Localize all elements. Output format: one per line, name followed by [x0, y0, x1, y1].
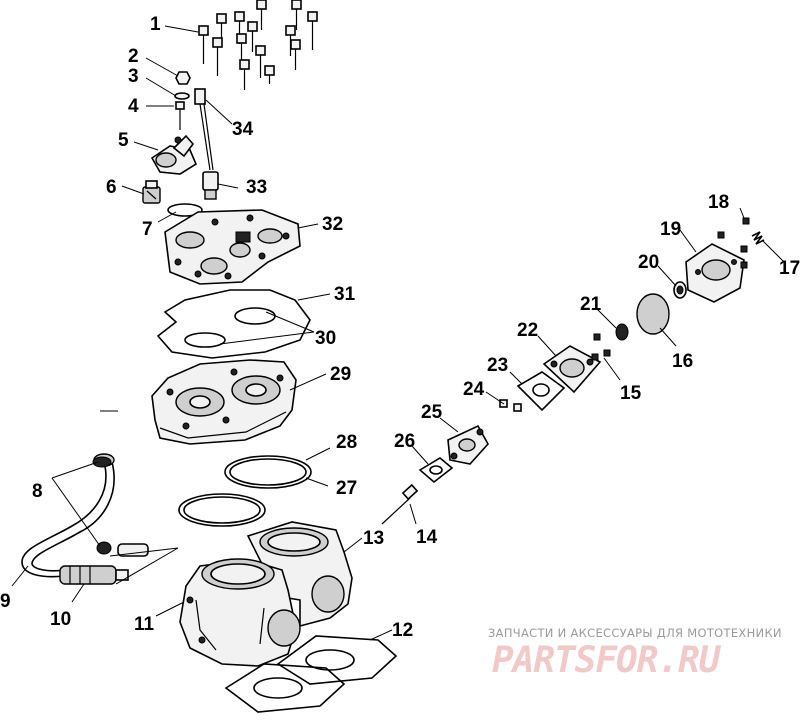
pump-seal	[673, 281, 687, 299]
oil-pump-gear-disc	[636, 293, 670, 335]
cover-screws	[591, 333, 611, 361]
leader-lines	[11, 25, 785, 641]
valve-cover-gasket	[516, 371, 566, 412]
callout-33: 33	[246, 177, 267, 198]
cylinder-base-gaskets	[224, 635, 398, 713]
callout-1: 1	[150, 14, 161, 35]
hose-fitting-upper	[117, 543, 149, 557]
callout-24: 24	[463, 379, 485, 400]
callout-34: 34	[232, 119, 254, 140]
head-stud	[175, 101, 185, 130]
thermostat-cover	[150, 134, 198, 175]
head-o-ring-upper	[224, 455, 312, 489]
callout-23: 23	[487, 355, 508, 376]
callout-6: 6	[106, 177, 117, 198]
drive-gear	[615, 323, 629, 341]
pump-spring	[751, 231, 765, 245]
callout-31: 31	[334, 284, 356, 305]
cylinder-block	[179, 521, 353, 667]
valve-screw	[499, 399, 522, 412]
hose-fitting	[59, 565, 129, 585]
pump-housing	[685, 243, 745, 303]
pump-screws	[717, 217, 750, 269]
callout-numbers: 1 2 3 4 5 6 7 8 9 10 11 12 13 14 15 16 1…	[0, 14, 800, 641]
callout-11: 11	[134, 614, 155, 635]
callout-21: 21	[580, 294, 602, 315]
cylinder-head-cover	[164, 209, 301, 285]
head-o-ring-lower	[178, 493, 266, 527]
cylinder-head-bolts	[198, 0, 318, 90]
temperature-switch	[142, 180, 161, 204]
callout-30: 30	[315, 328, 336, 349]
callout-32: 32	[322, 214, 343, 235]
callout-25: 25	[421, 402, 443, 423]
temperature-sensor-stud	[194, 88, 214, 171]
head-nut	[175, 71, 191, 85]
callout-27: 27	[336, 478, 357, 499]
hose-clamp-upper	[92, 456, 112, 468]
watermark-logo: PARTSFOR.RU	[492, 640, 720, 681]
callout-5: 5	[118, 130, 129, 151]
callout-12: 12	[392, 620, 413, 641]
callout-19: 19	[660, 219, 681, 240]
thermostat-o-ring	[167, 203, 203, 217]
callout-29: 29	[330, 364, 351, 385]
cover-gasket	[156, 289, 311, 359]
watermark-caption: ЗАПЧАСТИ И АКСЕССУАРЫ ДЛЯ МОТОТЕХНИКИ	[488, 626, 782, 640]
callout-14: 14	[416, 527, 438, 548]
temperature-sensor	[202, 171, 219, 200]
cylinder-head	[151, 359, 297, 445]
callout-28: 28	[336, 432, 357, 453]
head-washer	[174, 92, 190, 100]
valve-body	[447, 424, 489, 465]
valve-gasket-small	[418, 457, 454, 484]
callout-20: 20	[638, 252, 659, 273]
callout-17: 17	[779, 258, 800, 279]
callout-8: 8	[32, 481, 43, 502]
valve-cover-plate	[542, 345, 602, 394]
callout-18: 18	[708, 192, 729, 213]
callout-26: 26	[394, 431, 415, 452]
callout-9: 9	[0, 591, 11, 612]
callout-4: 4	[128, 96, 139, 117]
callout-10: 10	[50, 609, 71, 630]
callout-16: 16	[672, 351, 693, 372]
valve-stud	[381, 483, 419, 525]
callout-7: 7	[142, 219, 153, 240]
callout-13: 13	[363, 528, 384, 549]
callout-22: 22	[517, 320, 538, 341]
callout-3: 3	[128, 66, 139, 87]
callout-2: 2	[128, 46, 139, 67]
callout-15: 15	[620, 383, 642, 404]
hose-clamp-lower	[96, 541, 112, 555]
